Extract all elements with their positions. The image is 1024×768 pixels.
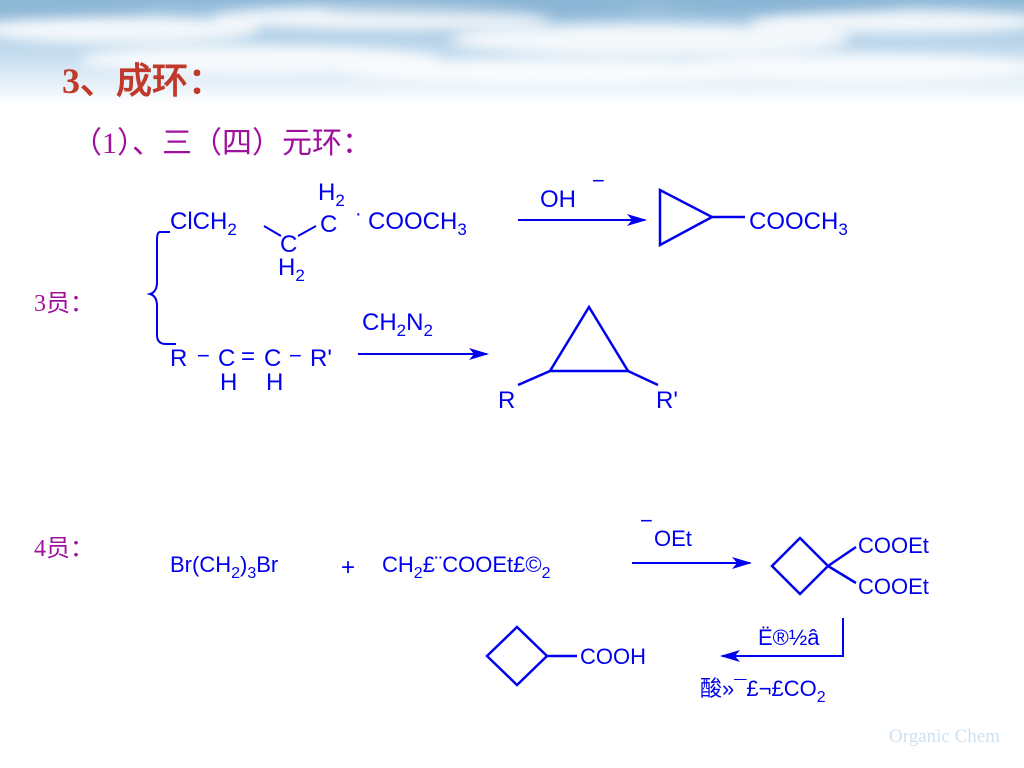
ch2-lower-h: H2 bbox=[278, 254, 305, 285]
bond-dot: · bbox=[355, 203, 362, 225]
plus-sign: + bbox=[341, 554, 355, 581]
product-ester-group: COOCH3 bbox=[749, 208, 848, 239]
bond bbox=[263, 225, 282, 237]
sky-banner bbox=[0, 0, 1024, 105]
reaction-arrow-4 bbox=[720, 618, 844, 662]
double-bond: = bbox=[241, 343, 255, 370]
diazomethane-reagent: CH2N2 bbox=[362, 309, 433, 340]
cyclobutane-ring bbox=[770, 536, 830, 596]
hydroxide-reagent: OH bbox=[540, 186, 576, 213]
ester-group-top: COOEt bbox=[858, 533, 929, 558]
diethyl-malonate: CH2£¨COOEt£©2 bbox=[382, 552, 551, 582]
alkene-substituent-r-prime: R' bbox=[310, 345, 332, 372]
clch2-group: ClCH2 bbox=[170, 208, 237, 239]
slide-subtitle: （1）、三（四）元环： bbox=[72, 127, 372, 160]
alkene-substituent-r: R bbox=[170, 345, 187, 372]
cyclopropane-ring bbox=[547, 304, 631, 373]
methyl-ester-group: COOCH3 bbox=[368, 208, 467, 239]
hydroxide-charge: − bbox=[592, 168, 605, 193]
product-substituent-r: R bbox=[498, 387, 515, 414]
bond bbox=[827, 564, 857, 585]
three-membered-label: 3员： bbox=[34, 291, 94, 317]
bond bbox=[627, 369, 659, 387]
ch2-lower-c: C bbox=[280, 231, 297, 258]
bond bbox=[297, 225, 317, 237]
four-membered-label: 4员： bbox=[34, 536, 94, 562]
dibromopropane: Br(CH2)3Br bbox=[170, 552, 278, 582]
watermark: Organic Chem bbox=[889, 726, 1000, 747]
alkene-hydrogen: H bbox=[220, 369, 237, 396]
bond-dash: − bbox=[289, 343, 302, 368]
ch2-upper-c: C bbox=[320, 211, 337, 238]
ester-group-bottom: COOEt bbox=[858, 574, 929, 599]
alkene-carbon: C bbox=[218, 345, 235, 372]
alkene-carbon: C bbox=[264, 345, 281, 372]
acidify-decarboxylate-condition: 酸»¯£¬£­CO2 bbox=[700, 676, 826, 706]
ch2-upper-h: H2 bbox=[318, 179, 345, 210]
bond bbox=[827, 545, 857, 568]
ethoxide-reagent: OEt bbox=[654, 526, 692, 551]
cyclopropane-ring bbox=[658, 187, 715, 248]
bond-dash: − bbox=[197, 343, 210, 368]
ethoxide-charge: − bbox=[640, 508, 653, 533]
product-substituent-r-prime: R' bbox=[656, 387, 678, 414]
bond bbox=[517, 369, 551, 387]
cyclobutane-ring bbox=[485, 625, 549, 687]
slide-title: 3、成环： bbox=[62, 61, 225, 101]
carboxylic-acid-group: COOH bbox=[580, 644, 646, 669]
reaction-brace bbox=[146, 231, 176, 345]
hydrolysis-reagent: Ë®½â bbox=[758, 625, 820, 650]
alkene-hydrogen: H bbox=[266, 369, 283, 396]
